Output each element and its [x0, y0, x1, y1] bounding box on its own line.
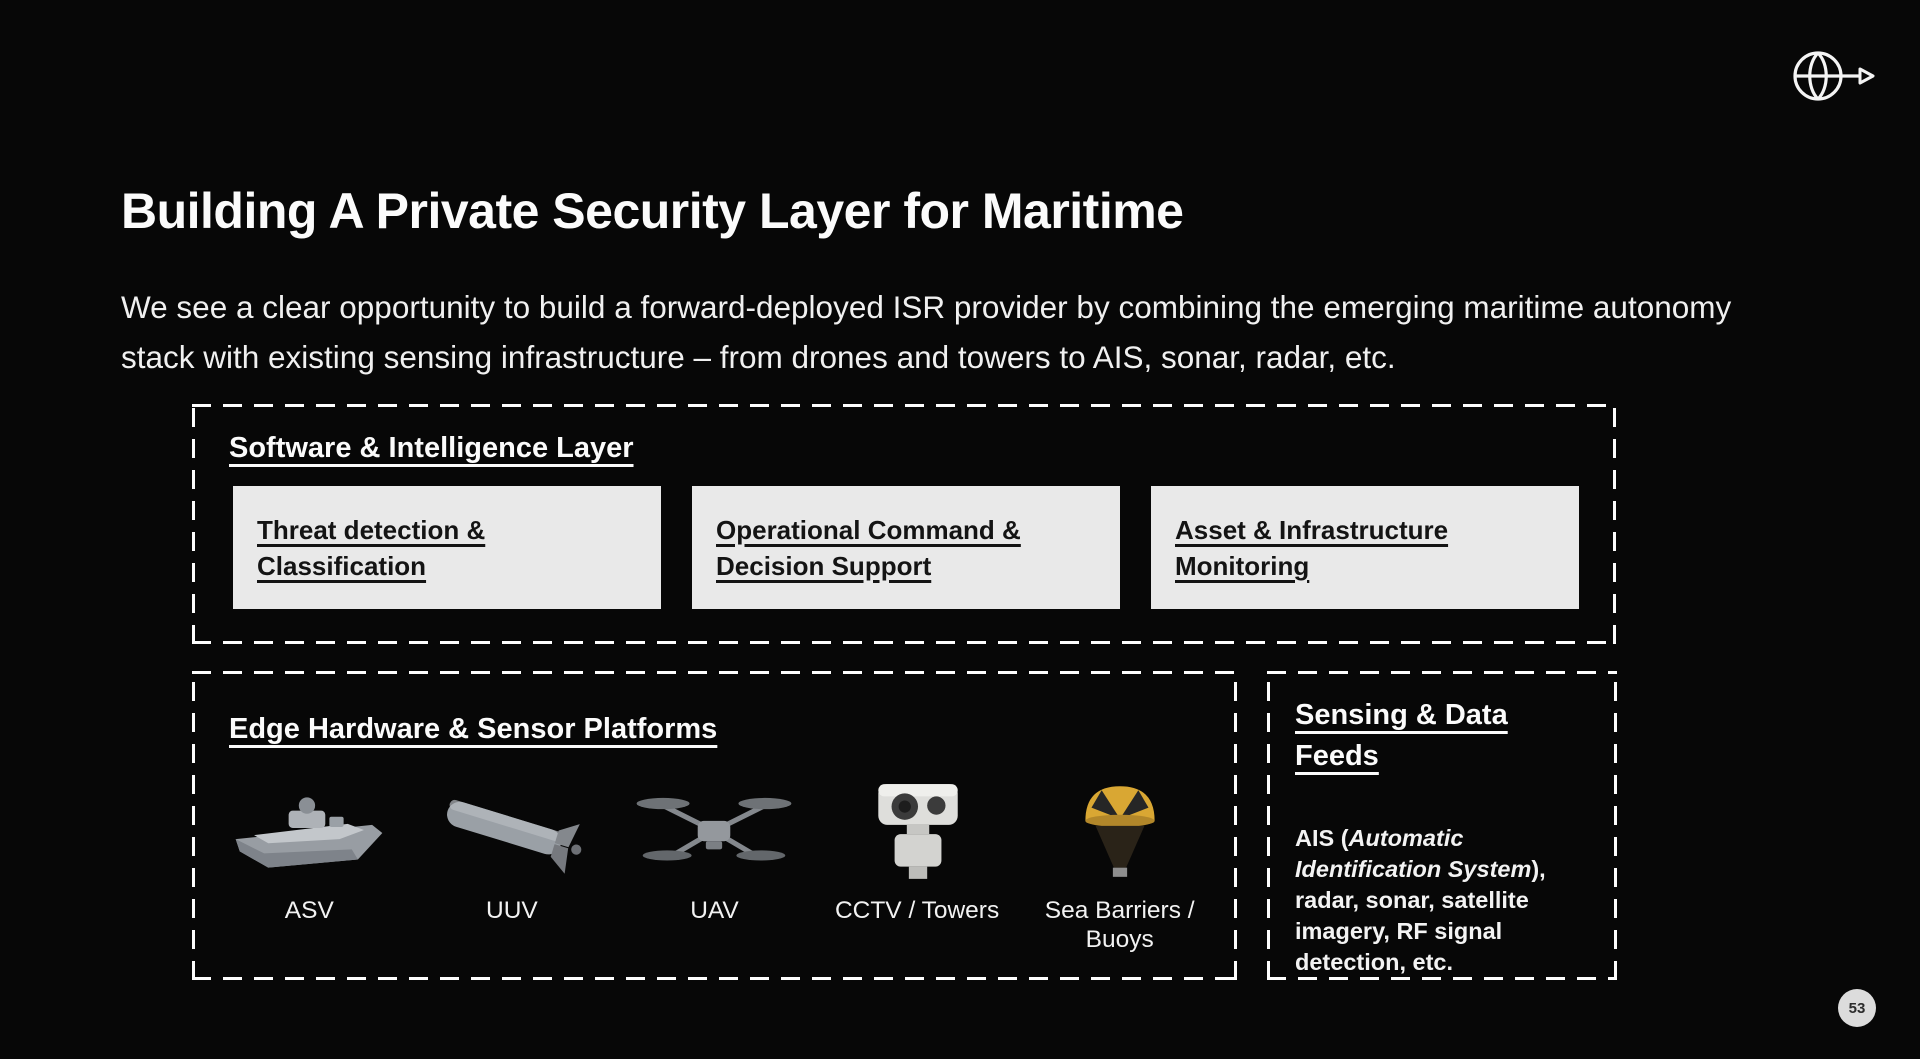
sensing-body-suffix: ), radar, sonar, satellite imagery, RF s…	[1295, 855, 1546, 975]
card-operational-command: Operational Command & Decision Support	[692, 486, 1120, 609]
uuv-torpedo-icon	[427, 767, 597, 892]
sensing-feeds-heading: Sensing & Data Feeds	[1295, 699, 1508, 772]
platform-label: ASV	[284, 897, 334, 924]
cctv-camera-icon	[832, 767, 1002, 892]
platform-label: Sea Barriers / Buoys	[1044, 897, 1195, 953]
edge-hardware-box: Edge Hardware & Sensor Platforms ASV	[192, 671, 1237, 980]
sensing-feeds-body: AIS (Automatic Identification System), r…	[1295, 823, 1591, 978]
page-title: Building A Private Security Layer for Ma…	[121, 182, 1184, 239]
platform-asv: ASV	[208, 767, 411, 954]
platform-label: UUV	[486, 897, 538, 924]
card-threat-detection: Threat detection & Classification	[233, 486, 661, 609]
uav-drone-icon	[629, 767, 799, 892]
card-label: Threat detection & Classification	[257, 514, 486, 581]
card-label: Operational Command & Decision Support	[716, 514, 1021, 581]
slide-subtitle: We see a clear opportunity to build a fo…	[121, 288, 1732, 375]
platform-uav: UAV	[613, 767, 816, 954]
platform-buoys: Sea Barriers / Buoys	[1018, 767, 1221, 954]
page-number-badge: 53	[1838, 989, 1876, 1027]
software-cards-row: Threat detection & Classification Operat…	[233, 486, 1579, 609]
orbit-arrow-logo-icon	[1786, 44, 1886, 108]
platform-uuv: UUV	[411, 767, 614, 954]
software-intelligence-layer-box: Software & Intelligence Layer Threat det…	[192, 404, 1616, 644]
platforms-row: ASV UUV	[208, 767, 1221, 954]
sensing-data-feeds-box: Sensing & Data Feeds AIS (Automatic Iden…	[1267, 671, 1617, 980]
platform-cctv: CCTV / Towers	[816, 767, 1019, 954]
card-asset-monitoring: Asset & Infrastructure Monitoring	[1151, 486, 1579, 609]
sea-buoy-icon	[1035, 767, 1205, 892]
card-label: Asset & Infrastructure Monitoring	[1175, 514, 1449, 581]
hardware-layer-heading: Edge Hardware & Sensor Platforms	[229, 713, 718, 745]
platform-label: UAV	[690, 897, 739, 924]
asv-boat-icon	[224, 767, 394, 892]
sensing-body-prefix: AIS (	[1295, 824, 1349, 851]
sensing-body-italic: Automatic Identification System	[1295, 824, 1532, 882]
platform-label: CCTV / Towers	[834, 897, 1000, 924]
software-layer-heading: Software & Intelligence Layer	[229, 432, 634, 464]
